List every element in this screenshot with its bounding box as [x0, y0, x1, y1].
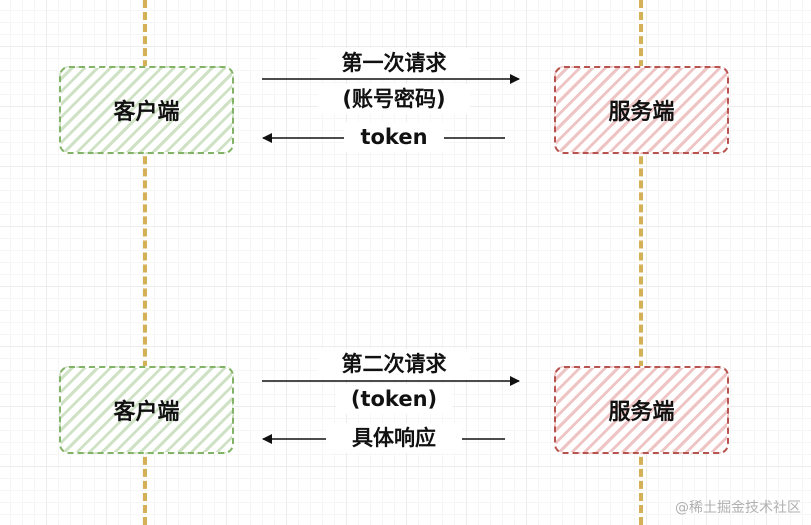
client-node-2-label: 客户端	[113, 400, 180, 425]
server-node-2-label: 服务端	[608, 400, 675, 425]
client-node-1-label: 客户端	[113, 100, 180, 125]
client-lifeline	[143, 0, 147, 525]
server-node-1-label: 服务端	[608, 100, 675, 125]
server-node-1: 服务端	[554, 66, 729, 154]
request-1-label: 第一次请求	[318, 48, 470, 78]
request-2-sublabel: (token)	[336, 384, 452, 414]
request-2-label: 第二次请求	[318, 349, 470, 379]
client-node-2: 客户端	[59, 366, 234, 454]
response-1-label: token	[344, 122, 444, 152]
response-2-label: 具体响应	[326, 423, 462, 453]
server-node-2: 服务端	[554, 366, 729, 454]
client-node-1: 客户端	[59, 66, 234, 154]
watermark: @稀土掘金技术社区	[675, 500, 801, 516]
request-1-sublabel: (账号密码)	[318, 84, 470, 114]
server-lifeline	[639, 0, 643, 525]
